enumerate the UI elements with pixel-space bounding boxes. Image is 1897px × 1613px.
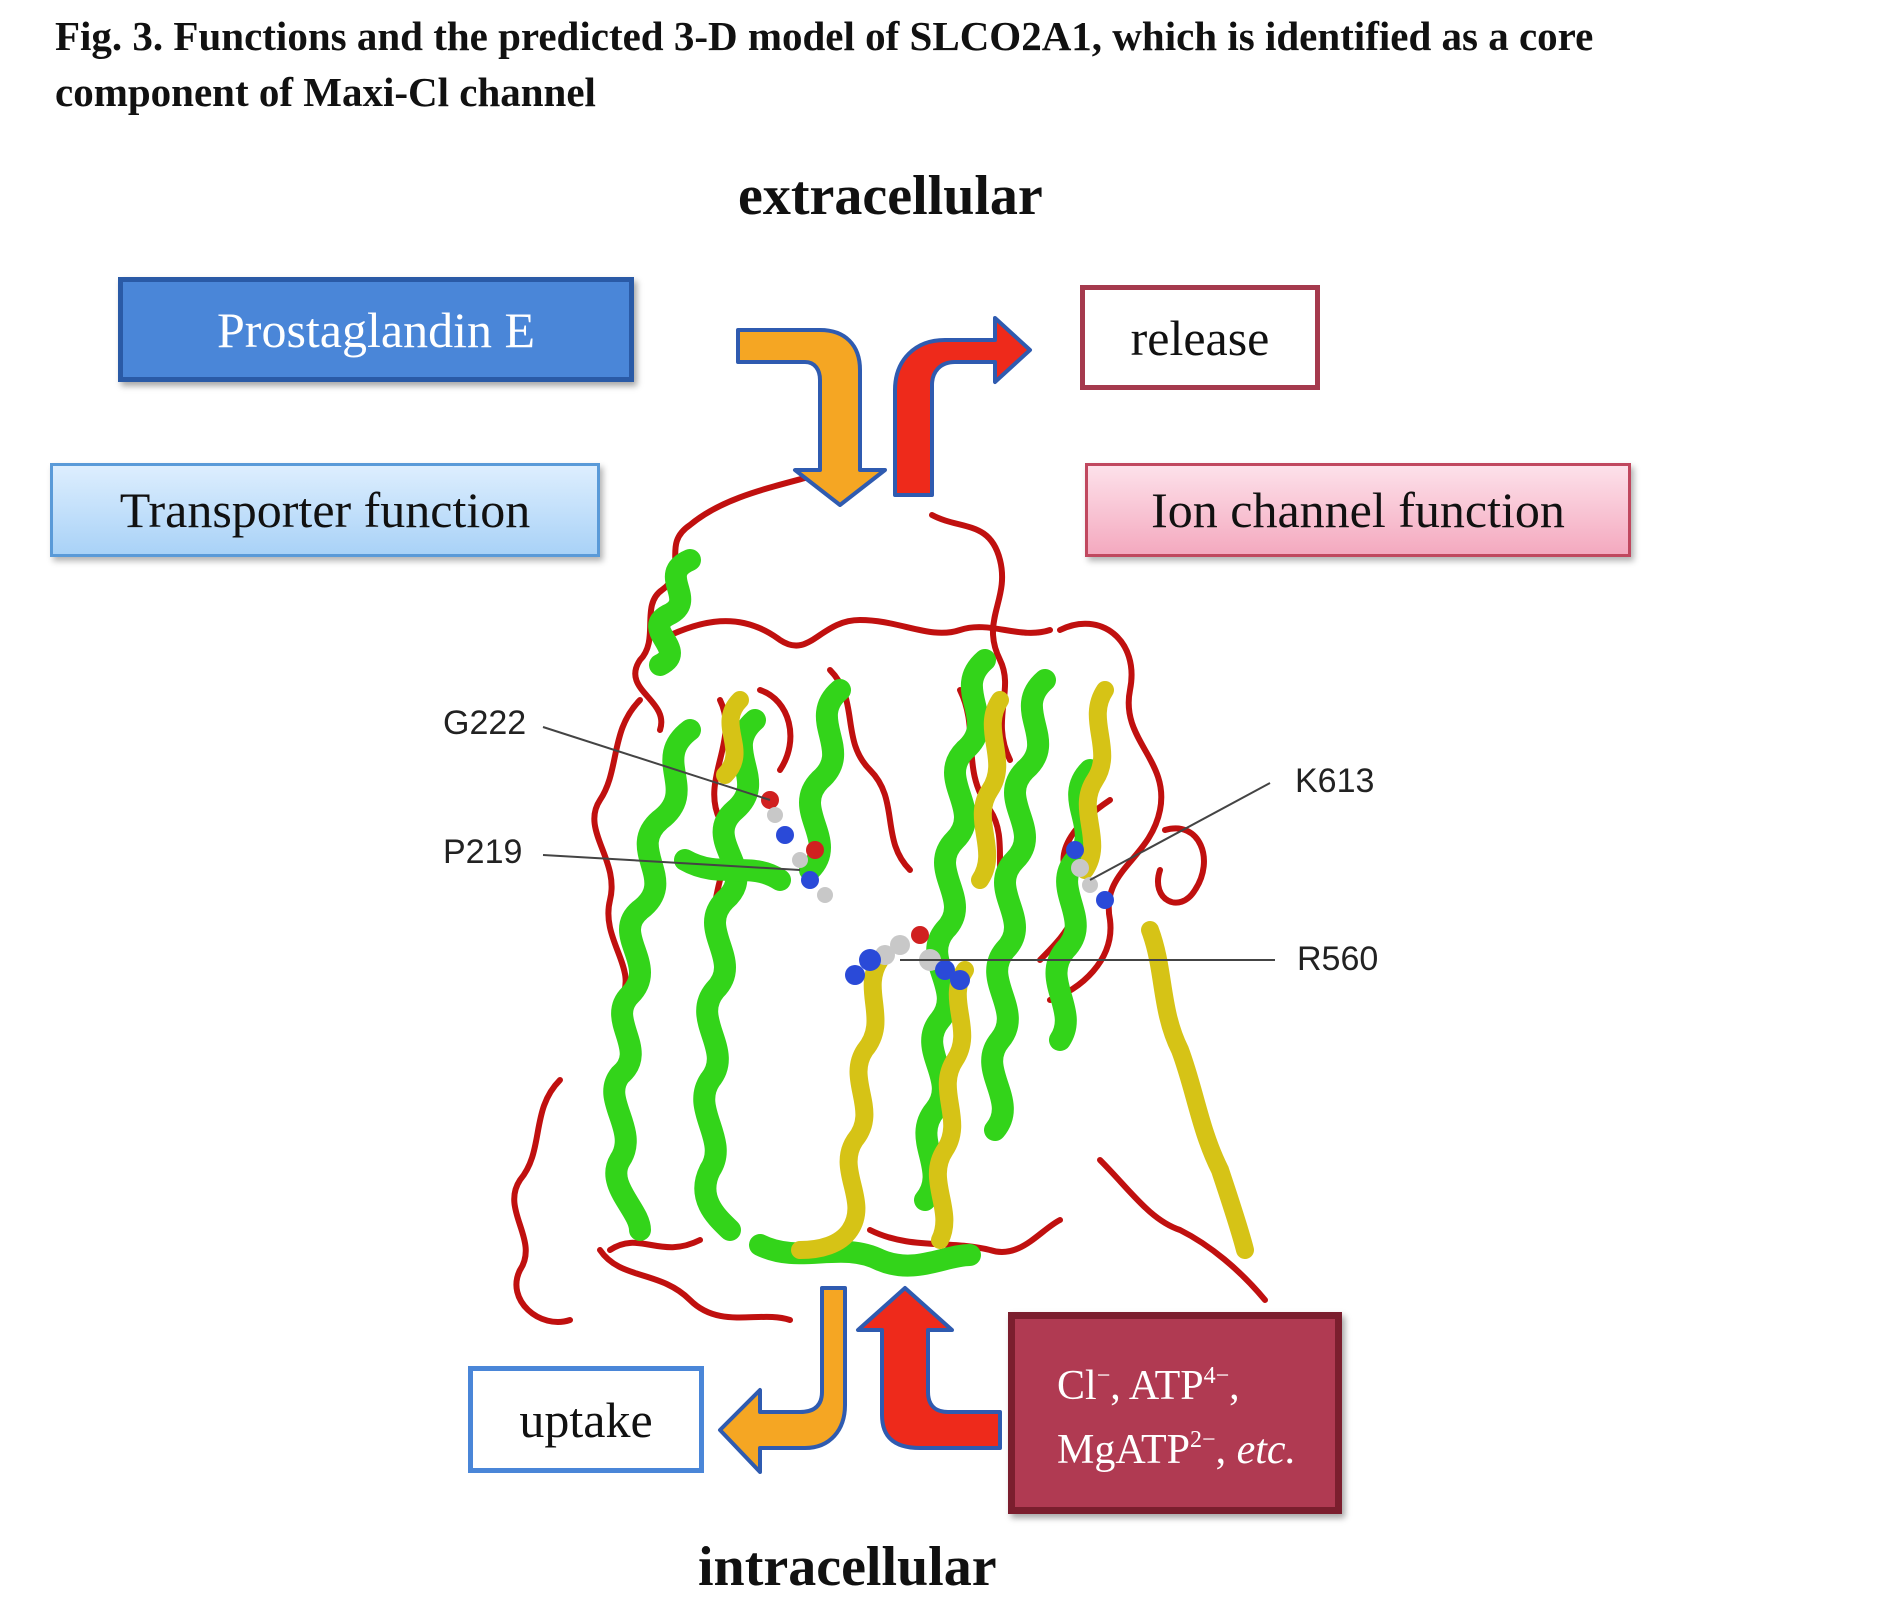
residue-label-p219: P219: [443, 833, 523, 871]
uptake-box: uptake: [468, 1366, 704, 1473]
figure-caption: Fig. 3. Functions and the predicted 3-D …: [55, 8, 1895, 120]
caption-line-1: Fig. 3. Functions and the predicted 3-D …: [55, 13, 1594, 59]
uptake-arrow: [718, 1286, 847, 1474]
cl-label: Cl: [1057, 1363, 1097, 1409]
transporter-function-label: Transporter function: [119, 482, 531, 538]
release-box: release: [1080, 285, 1320, 390]
ions-box: Cl−, ATP4−, MgATP2−, etc.: [1008, 1312, 1342, 1514]
yellow-helices: [716, 681, 1254, 1259]
atp-label: ATP: [1128, 1363, 1204, 1409]
ions-line-1: Cl−, ATP4−,: [1057, 1363, 1240, 1409]
cl-charge: −: [1096, 1363, 1111, 1389]
protein-model: [511, 475, 1268, 1325]
ion-entry-arrow: [856, 1286, 1002, 1450]
atp-charge: 4−: [1203, 1363, 1230, 1389]
ions-line-2: MgATP2−, etc.: [1057, 1427, 1297, 1473]
caption-line-2: component of Maxi-Cl channel: [55, 69, 596, 115]
residue-label-r560: R560: [1297, 940, 1379, 978]
pge-uptake-arrow: [736, 328, 887, 507]
transporter-function-box: Transporter function: [50, 463, 600, 557]
mgatp-label: MgATP: [1057, 1427, 1191, 1473]
etc-label: etc.: [1236, 1427, 1297, 1473]
prostaglandin-box: Prostaglandin E: [118, 277, 634, 382]
release-arrow: [893, 316, 1032, 497]
residue-label-k613: K613: [1295, 762, 1375, 800]
ion-channel-function-box: Ion channel function: [1085, 463, 1631, 557]
residue-pointer-lines: [542, 726, 1275, 961]
extracellular-label: extracellular: [738, 165, 1043, 227]
release-label: release: [1130, 309, 1270, 366]
intracellular-label: intracellular: [698, 1536, 997, 1598]
residue-atoms: [761, 791, 1114, 990]
prostaglandin-label: Prostaglandin E: [216, 301, 536, 358]
residue-label-g222: G222: [443, 704, 527, 742]
mgatp-charge: 2−: [1190, 1427, 1216, 1453]
uptake-label: uptake: [519, 1391, 653, 1448]
green-helices: [603, 549, 1101, 1277]
ion-channel-function-label: Ion channel function: [1151, 482, 1565, 538]
